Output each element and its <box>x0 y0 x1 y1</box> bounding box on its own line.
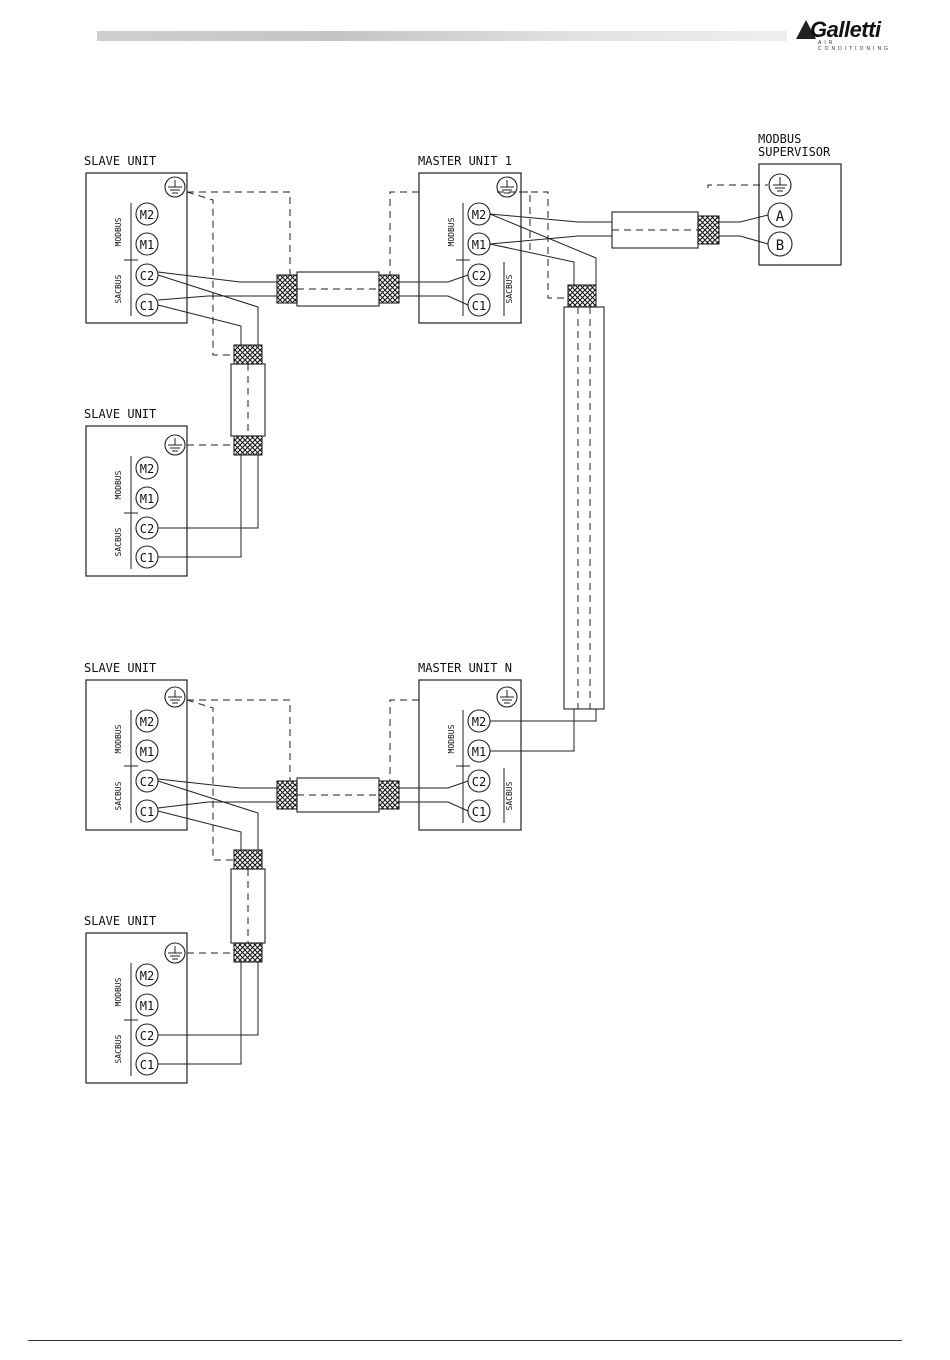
slave-unit-4: SLAVE UNIT MODBUS SACBUS M2 M1 C2 C1 <box>84 914 187 1083</box>
master-unit-1: MASTER UNIT 1 MODBUS SACBUS M2 M1 C2 C1 <box>418 154 521 323</box>
terminal-c2-label: C2 <box>140 775 154 789</box>
terminal-c1-label: C1 <box>472 299 486 313</box>
terminal-c1-label: C1 <box>140 805 154 819</box>
modbus-supervisor: MODBUS SUPERVISOR A B <box>758 132 841 265</box>
sacbus-cable-left-bottom <box>158 700 265 1064</box>
ground-icon <box>165 943 185 963</box>
slave-unit-1-title: SLAVE UNIT <box>84 154 156 168</box>
ground-icon <box>769 174 791 196</box>
slave-unit-3-title: SLAVE UNIT <box>84 661 156 675</box>
ground-icon <box>165 177 185 197</box>
master-unit-1-title: MASTER UNIT 1 <box>418 154 512 168</box>
slave-unit-4-title: SLAVE UNIT <box>84 914 156 928</box>
terminal-c1-label: C1 <box>140 1058 154 1072</box>
terminal-m2-label: M2 <box>140 715 154 729</box>
slave-unit-1-modbus-label: MODBUS <box>114 217 123 246</box>
slave-unit-3-modbus-label: MODBUS <box>114 724 123 753</box>
slave-unit-3-sacbus-label: SACBUS <box>114 781 123 810</box>
slave-unit-1: SLAVE UNIT MODBUS SACBUS M2 M1 C2 C1 <box>84 154 187 323</box>
slave-unit-4-sacbus-label: SACBUS <box>114 1034 123 1063</box>
slave-unit-4-modbus-label: MODBUS <box>114 977 123 1006</box>
terminal-m1-label: M1 <box>472 238 486 252</box>
terminal-m2-label: M2 <box>472 208 486 222</box>
ground-icon <box>497 177 517 197</box>
supervisor-title-line1: MODBUS <box>758 132 801 146</box>
terminal-c1-label: C1 <box>472 805 486 819</box>
slave-unit-2-modbus-label: MODBUS <box>114 470 123 499</box>
sacbus-cable-bottom <box>158 700 468 812</box>
terminal-m2-label: M2 <box>140 969 154 983</box>
master-unit-1-modbus-label: MODBUS <box>447 217 456 246</box>
ground-icon <box>165 435 185 455</box>
terminal-m1-label: M1 <box>140 745 154 759</box>
terminal-a-label: A <box>776 209 785 225</box>
terminal-c2-label: C2 <box>140 1029 154 1043</box>
terminal-m1-label: M1 <box>140 492 154 506</box>
terminal-c2-label: C2 <box>140 522 154 536</box>
master-unit-n-title: MASTER UNIT N <box>418 661 512 675</box>
terminal-c1-label: C1 <box>140 551 154 565</box>
slave-unit-2: SLAVE UNIT MODBUS SACBUS M2 M1 C2 C1 <box>84 407 187 576</box>
terminal-c2-label: C2 <box>472 269 486 283</box>
master-unit-1-sacbus-label: SACBUS <box>505 274 514 303</box>
slave-unit-2-sacbus-label: SACBUS <box>114 527 123 556</box>
terminal-m1-label: M1 <box>140 999 154 1013</box>
terminal-c2-label: C2 <box>140 269 154 283</box>
ground-icon <box>165 687 185 707</box>
supervisor-title-line2: SUPERVISOR <box>758 145 831 159</box>
ground-icon <box>497 687 517 707</box>
slave-unit-3: SLAVE UNIT MODBUS SACBUS M2 M1 C2 C1 <box>84 661 187 830</box>
terminal-b-label: B <box>776 238 784 254</box>
master-unit-n: MASTER UNIT N MODBUS SACBUS M2 M1 C2 C1 <box>418 661 521 830</box>
master-unit-n-modbus-label: MODBUS <box>447 724 456 753</box>
terminal-c1-label: C1 <box>140 299 154 313</box>
slave-unit-1-sacbus-label: SACBUS <box>114 274 123 303</box>
terminal-m1-label: M1 <box>140 238 154 252</box>
terminal-m2-label: M2 <box>140 462 154 476</box>
master-unit-n-sacbus-label: SACBUS <box>505 781 514 810</box>
slave-unit-2-title: SLAVE UNIT <box>84 407 156 421</box>
terminal-m2-label: M2 <box>472 715 486 729</box>
terminal-m2-label: M2 <box>140 208 154 222</box>
terminal-m1-label: M1 <box>472 745 486 759</box>
modbus-cable-supervisor <box>490 185 768 298</box>
sacbus-cable-left-top <box>158 192 265 557</box>
terminal-c2-label: C2 <box>472 775 486 789</box>
